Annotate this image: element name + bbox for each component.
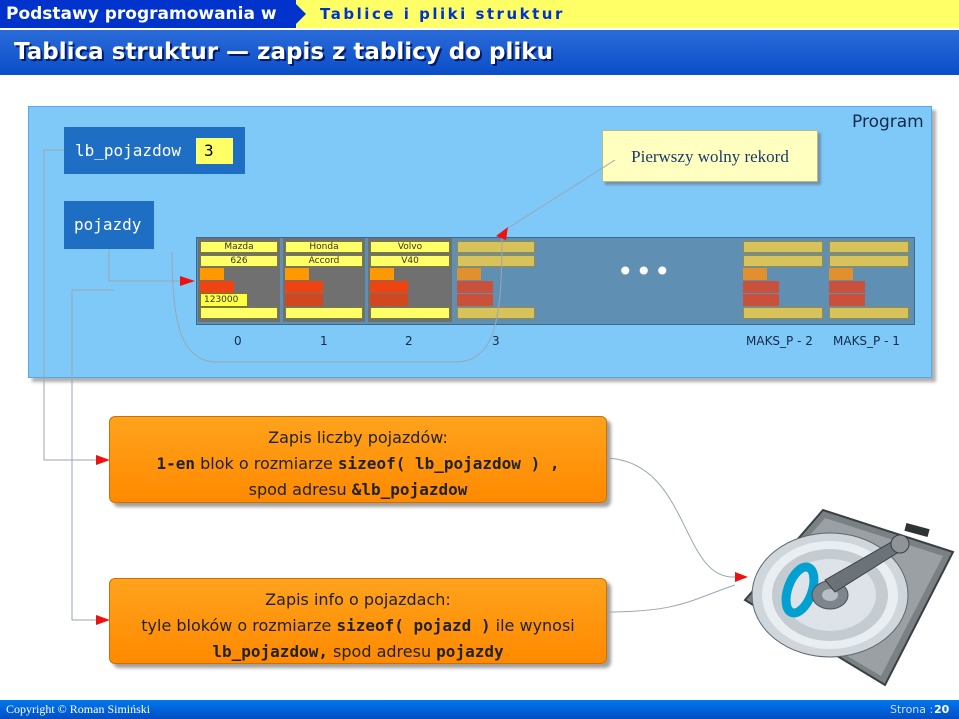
slide-title: Tablica struktur — zapis z tablicy do pl… [14, 39, 553, 65]
record-field [285, 294, 323, 306]
hard-disk-icon [743, 508, 955, 687]
record-field [200, 268, 224, 280]
section-title: Tablice i pliki struktur [320, 5, 565, 23]
box2-count-var: lb_pojazdow, [212, 642, 328, 661]
box2-text2: ile wynosi [490, 616, 575, 635]
empty-field [743, 241, 823, 253]
box1-address: &lb_pojazdow [351, 480, 468, 499]
box2-sizeof: sizeof( pojazd ) [336, 616, 491, 635]
empty-field [457, 241, 535, 253]
write-count-box: Zapis liczby pojazdów: 1-en blok o rozmi… [109, 416, 607, 503]
empty-field [457, 268, 481, 280]
empty-field [829, 255, 909, 267]
record-make: Honda [285, 241, 363, 253]
box2-text: tyle bloków o rozmiarze [141, 616, 337, 635]
index-label: 2 [405, 334, 413, 348]
empty-field [829, 307, 909, 319]
record-field [285, 268, 309, 280]
box2-line1: Zapis info o pojazdach: [265, 590, 451, 609]
record-field [285, 281, 323, 293]
empty-field [457, 281, 493, 293]
index-label: MAKS_P - 2 [746, 334, 813, 348]
record-field [285, 307, 363, 319]
lb-pojazdow-name: lb_pojazdow [75, 141, 181, 160]
empty-field [743, 255, 823, 267]
lb-pojazdow-value: 3 [196, 138, 233, 164]
page-number: 20 [934, 703, 950, 716]
record-model: Accord [285, 255, 363, 267]
record-field [200, 281, 234, 293]
copyright: Copyright © Roman Simiński [6, 702, 151, 716]
empty-field [743, 268, 767, 280]
course-title: Podstawy programowania w C++ [0, 0, 296, 52]
record-make: Mazda [200, 241, 278, 253]
empty-field [829, 241, 909, 253]
pojazdy-name: pojazdy [74, 215, 142, 234]
record-field [370, 281, 408, 293]
empty-field [743, 307, 823, 319]
record-field [370, 294, 408, 306]
index-label: 0 [234, 334, 242, 348]
empty-field [457, 294, 493, 306]
record-field [370, 307, 450, 319]
box2-address-label: spod adresu [327, 642, 437, 661]
record-number: 123000 [200, 293, 248, 307]
box1-count: 1-en [156, 454, 196, 473]
ellipsis: ••• [617, 255, 673, 288]
empty-field [457, 255, 535, 267]
record-model: 626 [200, 255, 278, 267]
record-model: V40 [370, 255, 450, 267]
index-label: 1 [320, 334, 328, 348]
box1-line1: Zapis liczby pojazdów: [268, 428, 448, 447]
program-label: Program [852, 112, 924, 132]
box1-address-label: spod adresu [248, 480, 352, 499]
box2-address: pojazdy [436, 642, 504, 661]
box1-sizeof: sizeof( lb_pojazdow ) , [337, 454, 560, 473]
record-field [200, 307, 278, 319]
footer-bar [0, 700, 959, 719]
first-free-record-callout: Pierwszy wolny rekord [602, 130, 818, 182]
pojazdy-variable [64, 201, 154, 249]
record-make: Volvo [370, 241, 450, 253]
empty-field [829, 281, 865, 293]
page-label: Strona : [890, 703, 934, 716]
triangle-right-icon [296, 4, 306, 24]
empty-field [743, 281, 779, 293]
index-label: 3 [492, 334, 500, 348]
write-records-box: Zapis info o pojazdach: tyle bloków o ro… [109, 578, 607, 664]
empty-field [829, 294, 865, 306]
title-bar [0, 30, 959, 75]
empty-field [457, 307, 535, 319]
box1-text: blok o rozmiarze [195, 454, 338, 473]
index-label: MAKS_P - 1 [833, 334, 900, 348]
empty-field [743, 294, 779, 306]
record-field [370, 268, 394, 280]
empty-field [829, 268, 853, 280]
